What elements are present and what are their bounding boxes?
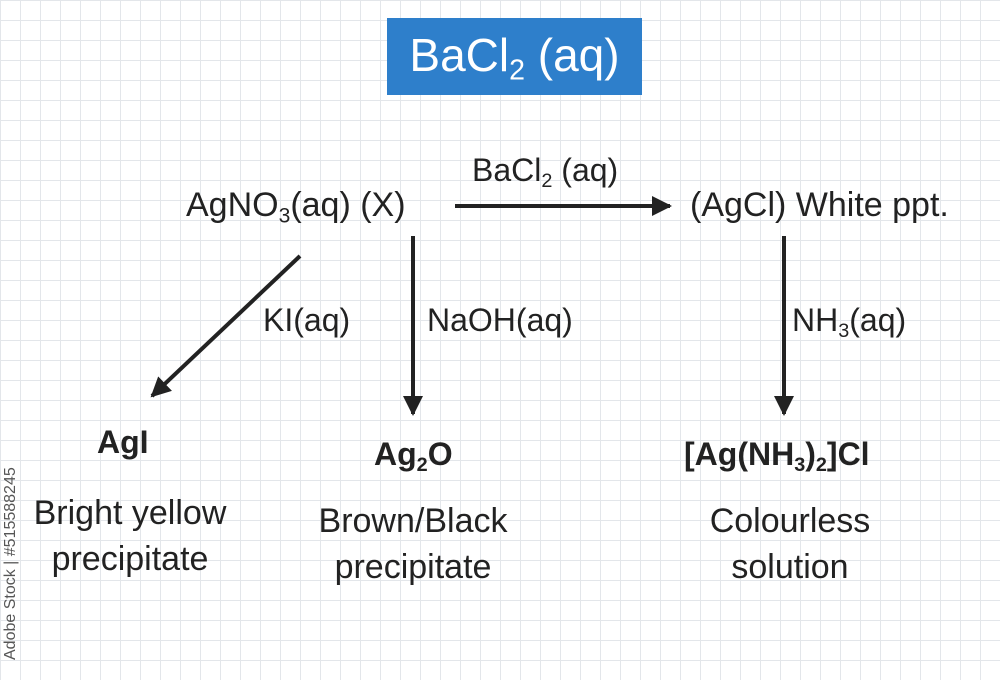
- product-agi: AgI: [97, 424, 149, 460]
- agi-description: Bright yellow precipitate: [10, 490, 250, 582]
- complex-description-line2: solution: [731, 548, 849, 586]
- product-diammine-silver-chloride: [Ag(NH3)2]Cl: [684, 436, 870, 476]
- reagent-ki: KI(aq): [263, 302, 351, 338]
- product-agcl: (AgCl) White ppt.: [690, 186, 949, 224]
- title-text: BaCl2 (aq): [409, 29, 620, 87]
- reagent-nh3: NH3(aq): [792, 302, 907, 342]
- agi-description-line2: precipitate: [51, 540, 209, 578]
- ag2o-description-line1: Brown/Black: [318, 502, 508, 540]
- complex-description: Colourless solution: [670, 498, 910, 590]
- ag2o-description-line2: precipitate: [334, 548, 492, 586]
- reagent-naoh: NaOH(aq): [427, 302, 573, 338]
- complex-description-line1: Colourless: [709, 502, 871, 540]
- reactant-agno3: AgNO3(aq) (X): [186, 186, 406, 228]
- title-box: BaCl2 (aq): [387, 18, 642, 95]
- product-ag2o: Ag2O: [374, 436, 453, 476]
- ag2o-description: Brown/Black precipitate: [293, 498, 533, 590]
- agi-description-line1: Bright yellow: [33, 494, 227, 532]
- arrow-to-agi: [150, 254, 302, 398]
- reagent-bacl2: BaCl2 (aq): [472, 152, 619, 192]
- stock-watermark-id: Adobe Stock | #515588245: [2, 467, 19, 660]
